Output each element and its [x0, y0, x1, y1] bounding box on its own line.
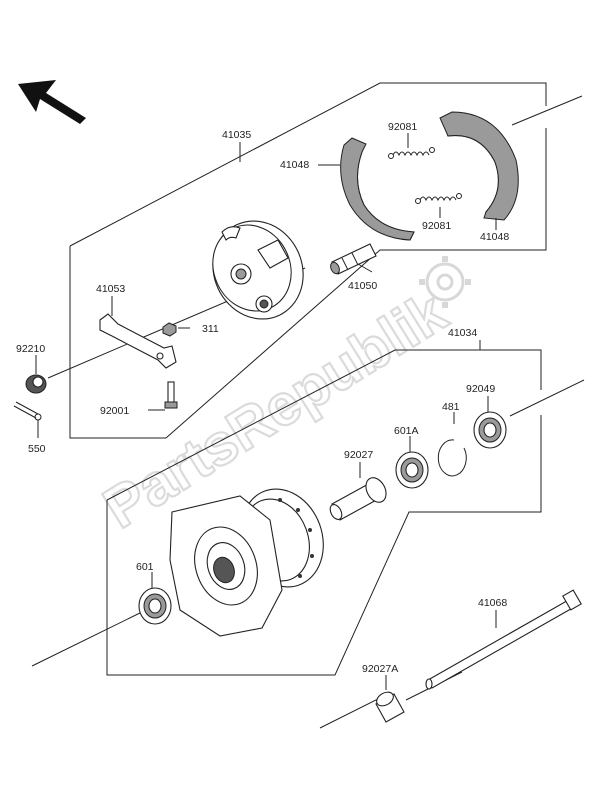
label-92049: 92049: [466, 383, 495, 395]
label-41050: 41050: [348, 280, 377, 292]
group-outline-hub: [106, 349, 542, 501]
axle-41068: [425, 589, 582, 690]
axle-nut: [25, 374, 47, 394]
spring-upper: [388, 147, 435, 159]
direction-arrow-icon: [18, 80, 86, 124]
label-41048-right: 41048: [480, 231, 509, 243]
cotter-pin: [13, 401, 42, 421]
label-41053: 41053: [96, 283, 125, 295]
spring-lower: [415, 193, 462, 204]
label-92081-lower: 92081: [422, 220, 451, 232]
wheel-hub: [169, 488, 324, 637]
label-41068: 41068: [478, 597, 507, 609]
label-41048-left: 41048: [280, 159, 309, 171]
brake-shoe-right: [439, 111, 519, 221]
bearing-601A: [395, 451, 429, 489]
brake-panel: [212, 220, 304, 320]
label-481: 481: [442, 401, 460, 413]
brake-shoe-left: [340, 137, 415, 241]
label-601: 601: [136, 561, 154, 573]
label-92210: 92210: [16, 343, 45, 355]
bearing-601: [138, 587, 172, 625]
group-outline-brake: [69, 82, 547, 247]
label-311: 311: [202, 323, 219, 335]
label-41034: 41034: [448, 327, 477, 339]
collar-92027A: [375, 691, 405, 723]
brake-lever: [99, 313, 177, 369]
label-92027A: 92027A: [362, 663, 398, 675]
nut-311: [162, 322, 177, 337]
label-601A: 601A: [394, 425, 419, 437]
brake-cam: [330, 243, 377, 275]
gear-logo-icon: [419, 256, 471, 308]
label-550: 550: [28, 443, 46, 455]
circlip-481: [437, 439, 467, 477]
label-41035: 41035: [222, 129, 251, 141]
oil-seal-92049: [473, 411, 507, 449]
label-92081-upper: 92081: [388, 121, 417, 133]
bolt-92001: [164, 381, 178, 409]
collar-92027: [329, 477, 387, 521]
leader-lines: [35, 133, 497, 690]
label-92001: 92001: [100, 405, 129, 417]
label-92027: 92027: [344, 449, 373, 461]
